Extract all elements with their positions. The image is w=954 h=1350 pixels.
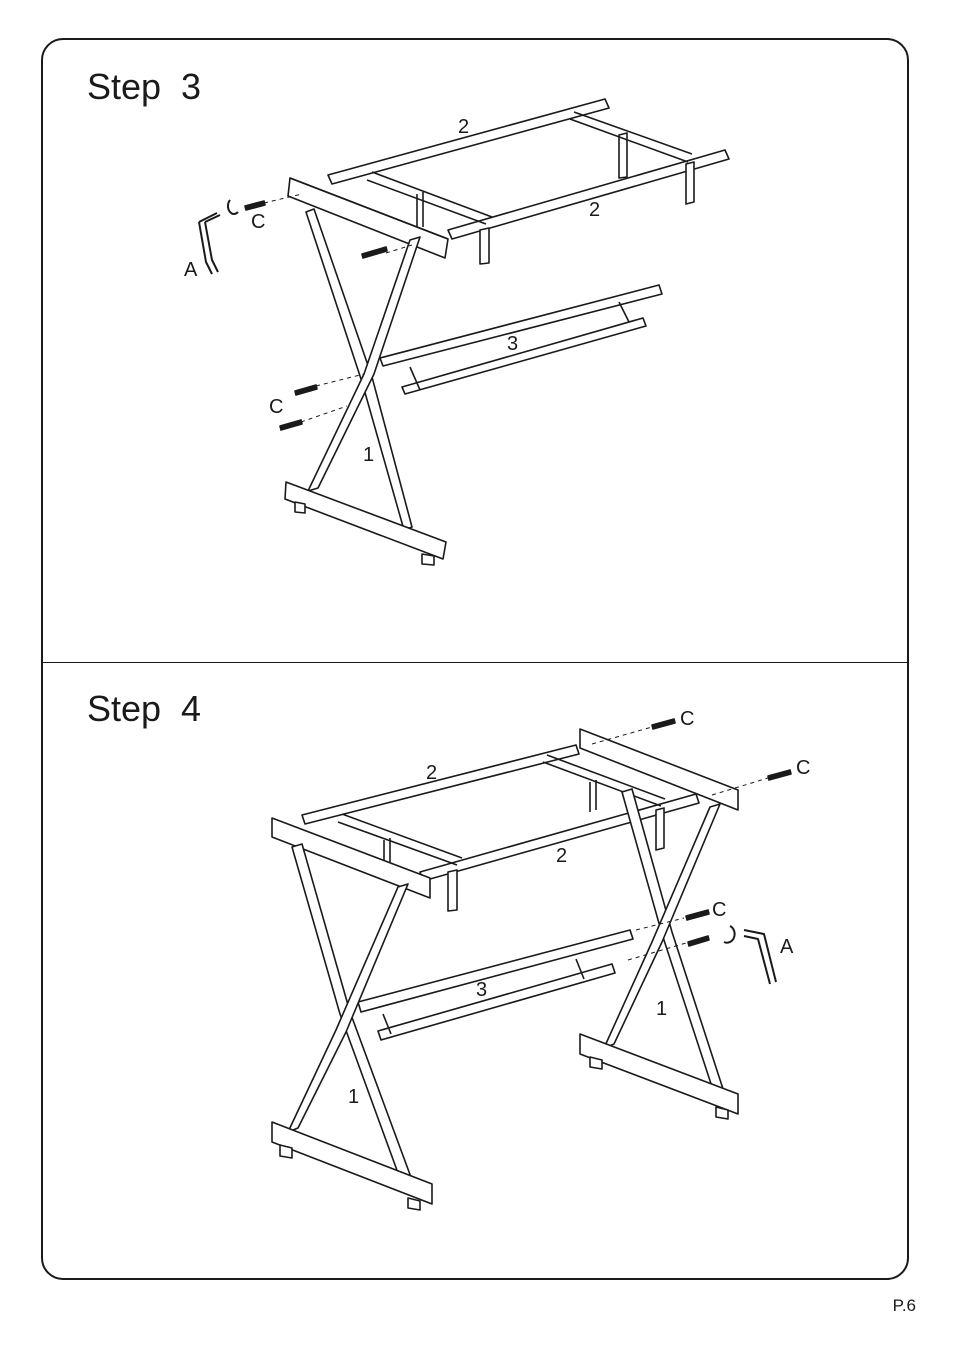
label-crossbar: 3 (507, 333, 518, 355)
label-rail-back: 2 (426, 762, 437, 784)
label-rail-back: 2 (458, 116, 469, 138)
top-frame (328, 99, 729, 264)
label-hex-key: A (184, 259, 198, 281)
crossbar (380, 285, 662, 394)
crossbar (358, 930, 633, 1040)
label-bolt-mid: C (712, 899, 726, 921)
label-bolt-top: C (251, 211, 265, 233)
label-leg-right: 1 (656, 998, 667, 1020)
label-rail-front: 2 (589, 199, 600, 221)
hex-key-icon (744, 930, 776, 984)
left-leg-assembly (272, 818, 432, 1210)
right-leg-assembly (580, 729, 738, 1119)
label-rail-front: 2 (556, 845, 567, 867)
label-bolt-top-2: C (796, 757, 810, 779)
step-3-diagram: 2 2 3 1 A C C (43, 40, 909, 662)
label-leg-left: 1 (348, 1086, 359, 1108)
page-number: P.6 (893, 1296, 916, 1316)
spring-washer-icon (228, 200, 238, 214)
label-hex-key: A (780, 936, 794, 958)
label-crossbar: 3 (476, 979, 487, 1001)
label-bolts-bottom: C (269, 396, 283, 418)
label-bolt-top-1: C (680, 708, 694, 730)
label-leg: 1 (363, 444, 374, 466)
spring-washer-icon (724, 926, 735, 943)
leg-assembly (285, 178, 448, 565)
hex-key-icon (199, 213, 220, 274)
step-4-diagram: 2 2 3 1 1 A C C C (43, 662, 909, 1280)
instruction-sheet: Step 3 Step 4 (41, 38, 909, 1280)
